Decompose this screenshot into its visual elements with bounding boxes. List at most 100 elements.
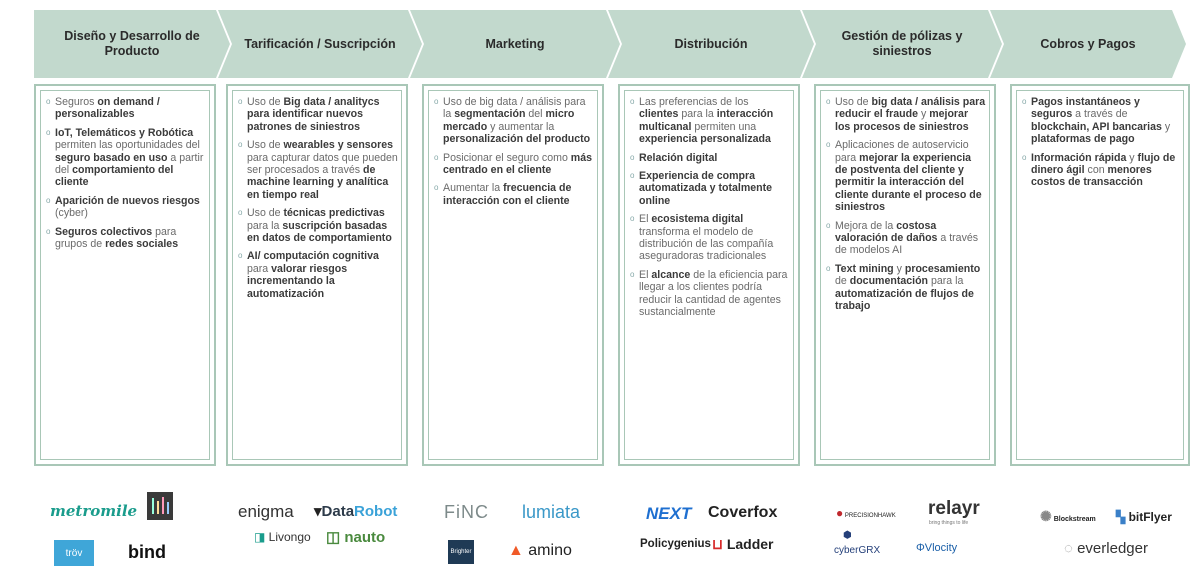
bullet-text: y <box>1126 151 1138 164</box>
bullet-emphasis: plataformas de pago <box>1031 133 1135 146</box>
stage-title: Gestión de pólizas y siniestros <box>841 29 963 58</box>
bullet-emphasis: frecuencia de interacción con el cliente <box>443 182 572 207</box>
bullet-item: Aumentar la frecuencia de interacción co… <box>434 182 594 207</box>
stage-title: Diseño y Desarrollo de Producto <box>64 29 200 58</box>
bullet-text: transforma el modelo de distribución de … <box>639 225 774 263</box>
coverfox-logo: Coverfox <box>708 504 778 521</box>
cybergrx-logo: cyberGRX <box>834 545 881 556</box>
livongo-text: Livongo <box>268 530 311 544</box>
livongo-icon: ◨ <box>254 530 269 544</box>
bullet-item: El ecosistema digital transforma el mode… <box>630 213 790 263</box>
bullet-item: Información rápida y flujo de dinero ági… <box>1022 152 1180 189</box>
bullet-emphasis: de machine learning y analítica en tiemp… <box>247 164 389 201</box>
precisionhawk-text: PRECISIONHAWK <box>844 513 896 519</box>
bullet-emphasis: Aparición de nuevos riesgos <box>55 194 200 207</box>
bullet-text: para grupos de <box>55 225 177 251</box>
bullet-text: Las preferencias de los <box>639 96 749 108</box>
finc-logo: FiNC <box>444 502 489 522</box>
precisionhawk-icon: ● <box>836 506 844 520</box>
bullet-list: Uso de big data / análisis para la segme… <box>434 96 594 207</box>
bullet-text: Uso de <box>247 139 284 152</box>
bullet-list: Uso de Big data / analitycs para identif… <box>238 96 398 300</box>
stage-distribution: Distribución <box>608 10 814 78</box>
blockstream-logo: ✺ Blockstream <box>1040 508 1096 525</box>
bullet-item: Posicionar el seguro como más centrado e… <box>434 152 594 177</box>
bullet-emphasis: documentación <box>849 275 929 288</box>
stage-marketing: Marketing <box>410 10 620 78</box>
datarobot-text-b: Robot <box>354 503 398 520</box>
stage-title: Distribución <box>674 36 748 51</box>
bullet-text: Seguros <box>55 96 98 108</box>
bullet-item: AI/ computación cognitiva para valorar r… <box>238 250 398 300</box>
datarobot-logo: ▾DataRobot <box>314 502 397 520</box>
bullet-text: y <box>893 262 905 275</box>
bullet-emphasis: ecosistema digital <box>651 213 744 226</box>
bitflyer-text: bitFlyer <box>1128 510 1172 524</box>
bullet-text: para la <box>247 219 283 232</box>
bullet-list: Uso de big data / análisis para reducir … <box>826 96 986 313</box>
livongo-logo: ◨ Livongo <box>254 530 311 544</box>
metromile-logo: metromile <box>50 502 138 520</box>
stage-title: Tarificación / Suscripción <box>244 36 396 51</box>
bullet-item: El alcance de la eficiencia para llegar … <box>630 269 790 319</box>
amino-icon: ▲ <box>508 542 529 559</box>
stage-chevrons: Diseño y Desarrollo de Producto Tarifica… <box>0 0 1196 80</box>
ladder-icon: ⊔ <box>712 536 727 552</box>
bullet-item: IoT, Telemáticos y Robótica permiten las… <box>46 127 206 189</box>
bullet-emphasis: valorar riesgos incrementando la automat… <box>247 262 348 300</box>
bullet-item: Uso de técnicas predictivas para la susc… <box>238 207 398 244</box>
bullet-text: para <box>247 262 272 275</box>
bullet-text: para capturar datos que pueden ser proce… <box>247 151 398 177</box>
bullet-emphasis: técnicas predictivas <box>283 207 385 220</box>
bullet-text: del <box>525 108 546 121</box>
bullet-emphasis: blockchain, API bancarias <box>1031 120 1162 133</box>
bullet-emphasis: big data / análisis para reducir el frau… <box>835 96 986 121</box>
ladder-logo: ⊔ Ladder <box>712 536 774 553</box>
bullet-emphasis: personalización del producto <box>443 133 591 146</box>
bullet-text: a partir del <box>55 151 204 177</box>
bullet-text: a través de <box>1072 108 1128 121</box>
enigma-logo: enigma <box>238 502 294 521</box>
trov-logo: tröv <box>54 540 94 566</box>
bullet-emphasis: suscripción basadas en datos de comporta… <box>247 219 392 245</box>
precisionhawk-logo: ● PRECISIONHAWK <box>836 506 896 520</box>
bullet-text: Uso de <box>835 96 872 108</box>
blockstream-text: Blockstream <box>1053 516 1096 523</box>
bullet-emphasis: mejorar la experiencia de postventa del … <box>835 151 982 214</box>
stage-title: Marketing <box>485 36 545 51</box>
bullet-item: Uso de wearables y sensores para captura… <box>238 139 398 201</box>
bullet-text: El <box>639 213 652 226</box>
bullet-item: Mejora de la costosa valoración de daños… <box>826 220 986 257</box>
bullet-emphasis: flujo de dinero ágil <box>1031 151 1176 177</box>
bullet-text: para la <box>928 275 964 288</box>
bullet-text: de la eficiencia para llegar a los clien… <box>639 268 788 319</box>
bullet-emphasis: segmentación <box>454 108 526 121</box>
bullet-emphasis: micro mercado <box>443 108 575 133</box>
bullet-list: Pagos instantáneos y seguros a través de… <box>1022 96 1180 189</box>
stage-design: Diseño y Desarrollo de Producto <box>34 10 230 78</box>
vlocity-text: Vlocity <box>924 542 958 554</box>
column-bullets: Las preferencias de los clientes para la… <box>630 96 790 325</box>
bullet-text: Uso de big data / análisis para la <box>443 96 586 121</box>
bullet-emphasis: comportamiento del cliente <box>55 164 174 189</box>
bullet-emphasis: más centrado en el cliente <box>443 151 592 177</box>
column-bullets: Uso de big data / análisis para reducir … <box>826 96 986 319</box>
bullet-emphasis: wearables y sensores <box>283 139 394 152</box>
bullet-item: Text mining y procesamiento de documenta… <box>826 263 986 313</box>
bullet-list: Seguros on demand / personalizablesIoT, … <box>46 96 206 250</box>
bullet-text: de <box>835 275 850 288</box>
bullet-text: y <box>1161 120 1171 133</box>
amino-text: amino <box>528 542 572 559</box>
column-bullets: Uso de big data / análisis para la segme… <box>434 96 594 213</box>
bullet-item: Aplicaciones de autoservicio para mejora… <box>826 139 986 213</box>
bullet-emphasis: Big data / analitycs para identificar nu… <box>247 96 380 133</box>
nauto-icon: ◫ <box>326 529 345 546</box>
bullet-text: El <box>639 268 652 281</box>
stage-pricing: Tarificación / Suscripción <box>218 10 422 78</box>
everledger-logo: ◌ everledger <box>1064 540 1148 557</box>
column-pricing: Uso de Big data / analitycs para identif… <box>226 84 408 466</box>
cybergrx-logo-icon: ⬢ <box>843 530 852 541</box>
bullet-item: Las preferencias de los clientes para la… <box>630 96 790 146</box>
bullet-emphasis: procesamiento <box>904 262 981 275</box>
column-bullets: Pagos instantáneos y seguros a través de… <box>1022 96 1180 195</box>
